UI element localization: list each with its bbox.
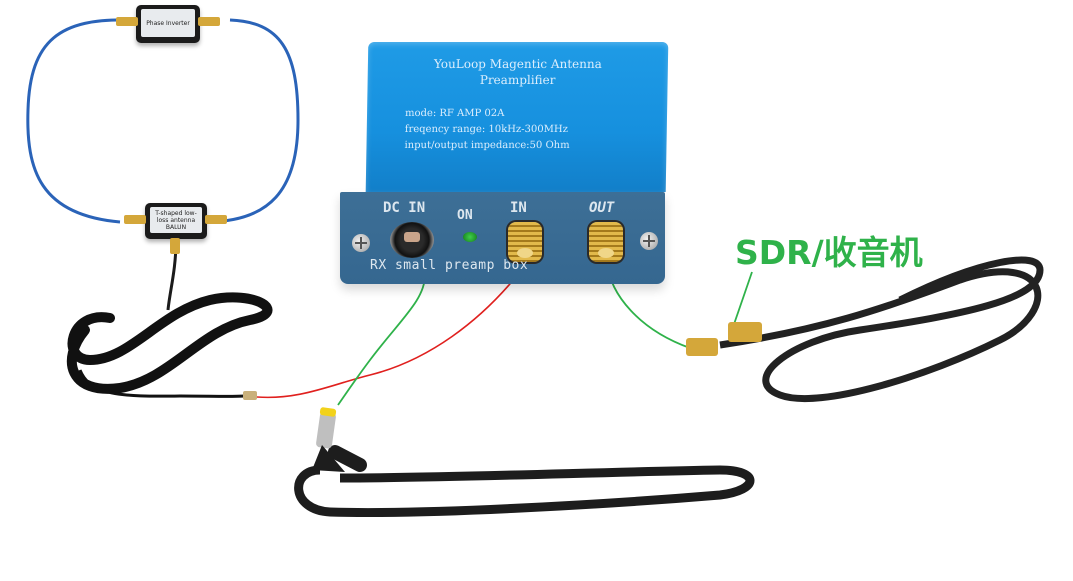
rf-out-connector[interactable] [589,222,623,262]
screw-icon [640,232,658,250]
in-label: IN [510,200,527,216]
sma-connector-bottom [170,238,180,254]
preamp-title-line1: YouLoop Magentic Antenna [433,57,602,71]
rf-in-connector[interactable] [508,222,542,262]
preamp-title: YouLoop Magentic Antenna Preamplifier [368,56,669,88]
power-led-icon [463,232,477,242]
balun-box: T-shaped low-loss antenna BALUN [145,203,207,239]
sma-connector-1 [686,338,718,356]
sma-connector-left [124,215,146,224]
green-wire-dc [337,274,426,406]
on-label: ON [457,208,473,223]
preamp-title-line2: Preamplifier [479,73,556,87]
coax-coil [66,292,273,394]
sma-connector-right [198,17,220,26]
sma-connector-2 [728,322,762,342]
preamp-box-top: YouLoop Magentic Antenna Preamplifier mo… [365,42,669,192]
sma-connector-right [205,215,227,224]
screw-icon [352,234,370,252]
dc-in-jack[interactable] [390,222,434,258]
phase-inverter-box: Phase Inverter [136,5,200,43]
spec-impedance: input/output impedance:50 Ohm [404,140,570,151]
preamp-front-panel: DC IN ON IN OUT RX small preamp box [340,192,665,284]
spec-mode: mode: RF AMP 02A [404,108,505,119]
dc-in-label: DC IN [383,200,426,216]
red-wire-antenna-to-in [256,277,516,399]
sma-connector-left [116,17,138,26]
front-footer-label: RX small preamp box [370,258,529,273]
preamp-specs: mode: RF AMP 02A freqency range: 10kHz-3… [404,106,570,154]
sdr-coax [719,256,1044,402]
phase-inverter-label: Phase Inverter [141,9,195,37]
out-label: OUT [589,200,615,216]
loop-antenna-cable [26,18,300,224]
power-cable [294,465,755,518]
balun-label: T-shaped low-loss antenna BALUN [150,207,202,233]
green-wire-sdr [731,271,753,331]
spec-frequency: freqency range: 10kHz-300MHz [404,124,568,135]
sdr-radio-annotation: SDR/收音机 [735,233,923,272]
